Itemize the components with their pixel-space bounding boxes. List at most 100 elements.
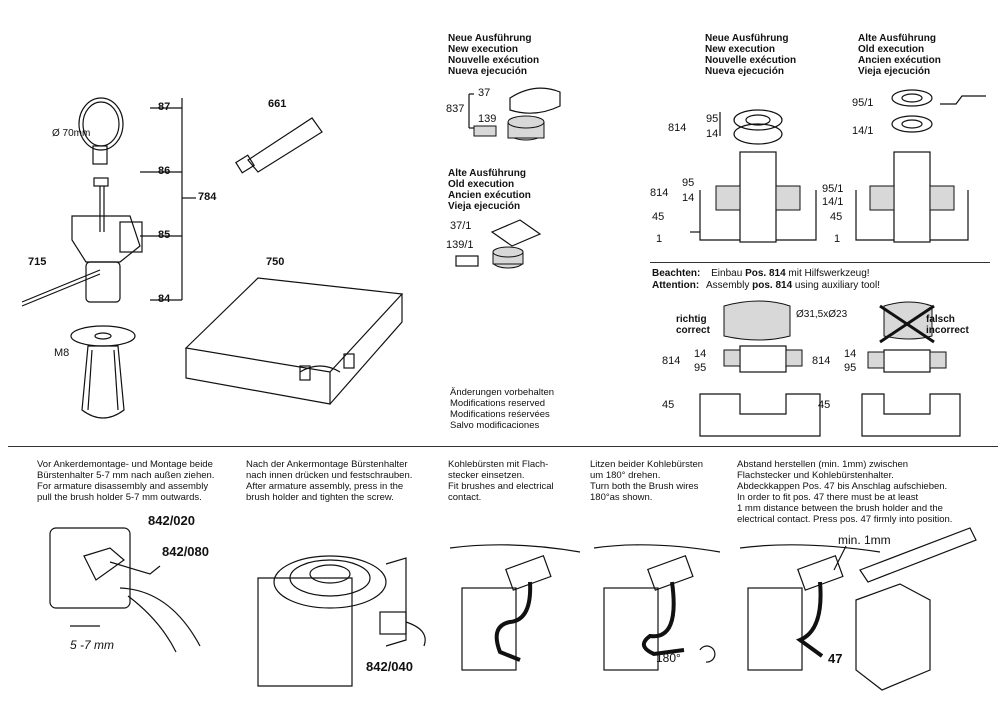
part-86: 86 [158,165,171,177]
assembly-en-pos: pos. 814 [752,280,793,291]
part-842-080: 842/080 [162,544,209,559]
asm-45-r: 45 [818,399,831,411]
step4-line: 180°as shown. [590,492,653,503]
step2-line: brush holder and tighten the screw. [246,492,394,503]
part-14-1-a: 14/1 [852,125,874,137]
part-95-b: 95 [682,177,695,189]
step5-line: Flachstecker und Kohlebürstenhalter. [737,470,894,481]
part-14-b: 14 [682,192,695,204]
step3-line: contact. [448,492,482,503]
asm-814-l: 814 [662,355,681,367]
neue2-title-de: Neue Ausführung [705,33,789,44]
incorrect-en: incorrect [926,325,969,336]
step2-line: Nach der Ankermontage Bürstenhalter [246,459,408,470]
asm-95-l: 95 [694,362,707,374]
part-1-b: 1 [834,233,841,245]
assembly-en-text: Assembly [706,280,753,291]
step1-line: Bürstenhalter 5-7 mm nach außen ziehen. [37,470,215,481]
part-95-a: 95 [706,113,719,125]
part-842-020: 842/020 [148,513,195,528]
asm-95-r: 95 [844,362,857,374]
neue-title-fr: Nouvelle exécution [448,55,540,66]
neue-title-2: Neue Ausführung New execution Nouvelle e… [705,33,796,77]
asm-14-r: 14 [844,348,857,360]
step3-line: Kohlebürsten mit Flach- [448,459,549,470]
alte2-title-de: Alte Ausführung [858,33,936,44]
diameter-label: Ø 70mm [52,128,91,139]
step5-line: Abdeckkappen Pos. 47 bis Anschlag aufsch… [737,481,948,492]
neue-title-en: New execution [448,44,519,55]
assembly-en-rest: using auxiliary tool! [792,280,880,291]
part-84: 84 [158,293,171,305]
step4-line: um 180° drehen. [590,470,661,481]
mod-es: Salvo modificaciones [450,420,540,431]
neue2-title-fr: Nouvelle exécution [705,55,797,66]
part-1-a: 1 [656,233,663,245]
step1-line: pull the brush holder 5-7 mm outwards. [37,492,202,503]
dim-min-1mm: min. 1mm [838,533,891,547]
step-4-text: Litzen beider Kohlebürsten um 180° drehe… [590,459,703,503]
step5-line: 1 mm distance between the brush holder a… [737,503,943,514]
dims-label: Ø31,5xØ23 [796,309,848,320]
mod-en: Modifications reserved [450,398,546,409]
part-661: 661 [268,98,287,110]
part-95-1-b: 95/1 [822,183,844,195]
part-715: 715 [28,256,47,268]
part-139: 139 [478,113,497,125]
step5-line: electrical contact. Press pos. 47 firmly… [737,514,953,525]
step5-line: In order to fit pos. 47 there must be at… [737,492,919,503]
neue-title-es: Nueva ejecución [448,66,527,77]
assembly-en-label: Attention: [652,280,700,291]
alte-title-fr: Ancien exécution [448,190,531,201]
assembly-de-pos: Pos. 814 [745,268,786,279]
neue-title-de: Neue Ausführung [448,33,532,44]
part-45-a: 45 [652,211,665,223]
assembly-de-label: Beachten: [652,268,701,279]
step-1-text: Vor Ankerdemontage- und Montage beide Bü… [37,459,214,503]
part-784: 784 [198,191,217,203]
part-95-1-a: 95/1 [852,97,874,109]
part-45-b: 45 [830,211,843,223]
part-750: 750 [266,256,285,268]
alte2-title-fr: Ancien exécution [858,55,941,66]
step2-line: nach innen drücken und festschrauben. [246,470,413,481]
part-139-1: 139/1 [446,239,474,251]
part-814-a: 814 [668,122,687,134]
angle-180: 180° [656,651,681,665]
part-37: 37 [478,87,491,99]
step1-line: Vor Ankerdemontage- und Montage beide [37,459,213,470]
step4-line: Turn both the Brush wires [590,481,699,492]
asm-14-l: 14 [694,348,707,360]
neue-title-1: Neue Ausführung New execution Nouvelle e… [448,33,539,77]
alte-title-2: Alte Ausführung Old execution Ancien exé… [858,33,941,77]
part-14-1-b: 14/1 [822,196,844,208]
correct-en: correct [676,325,710,336]
part-85: 85 [158,229,171,241]
alte2-title-en: Old execution [858,44,925,55]
part-37-1: 37/1 [450,220,472,232]
step4-line: Litzen beider Kohlebürsten [590,459,704,470]
asm-814-r: 814 [812,355,831,367]
correct-de: richtig [676,314,707,325]
part-87: 87 [158,101,171,113]
incorrect-de: falsch [926,314,955,325]
divider-assembly [650,262,990,263]
part-842-040: 842/040 [366,659,413,674]
modifications-note: Änderungen vorbehalten Modifications res… [450,387,554,431]
part-837: 837 [446,103,465,115]
step-3-text: Kohlebürsten mit Flach- stecker einsetze… [448,459,554,503]
alte2-title-es: Vieja ejecución [858,66,931,77]
part-14-a: 14 [706,128,719,140]
alte-title-de: Alte Ausführung [448,168,526,179]
mod-fr: Modifications reśervées [450,409,550,420]
part-47: 47 [828,651,843,666]
step5-line: Abstand herstellen (min. 1mm) zwischen [737,459,909,470]
assembly-de-text: Einbau [711,268,746,279]
alte-title-1: Alte Ausführung Old execution Ancien exé… [448,168,531,212]
assembly-note-de: Beachten: Einbau Pos. 814 mit Hilfswerkz… [652,268,870,279]
alte-title-en: Old execution [448,179,515,190]
neue2-title-es: Nueva ejecución [705,66,784,77]
dim-5-7mm: 5 -7 mm [70,638,115,652]
part-814-b: 814 [650,187,669,199]
